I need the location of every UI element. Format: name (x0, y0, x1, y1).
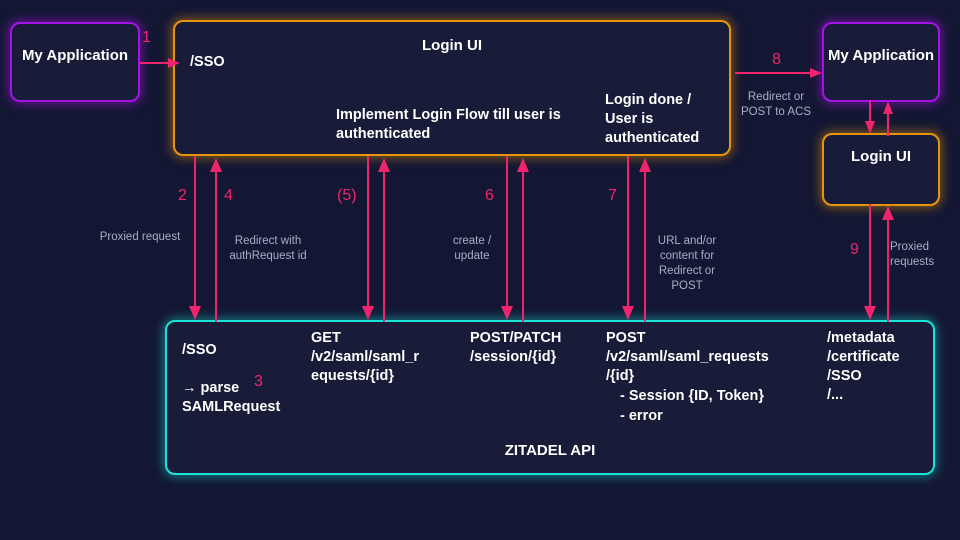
arrow-login-ui-right-to-app-right-up (883, 101, 893, 136)
box-login-ui-right: Login UI (822, 133, 940, 206)
box-my-application-right: My Application (822, 22, 940, 102)
step-number-3: 3 (254, 373, 263, 390)
label-create-update: create / update (452, 235, 492, 262)
step-number-9: 9 (850, 241, 859, 258)
arrow-create-update-down (501, 156, 513, 320)
box-zitadel-api (165, 320, 935, 475)
arrow-get-saml-request-up (378, 158, 390, 322)
box-my-application-left: My Application (10, 22, 140, 102)
zitadel-col-get-saml-requests: GET /v2/saml/saml_r equests/{id} (311, 330, 420, 384)
arrow-redirect-with-authrequest-up (210, 158, 222, 322)
arrow-app-right-to-login-ui-right-down (865, 100, 875, 134)
zitadel-col-post-saml-bullet-error: - error (620, 408, 663, 424)
step-number-2: 2 (178, 187, 187, 204)
step-number-5: (5) (337, 187, 357, 204)
zitadel-api-title: ZITADEL API (504, 442, 596, 459)
arrow-app-to-login-ui (140, 58, 180, 68)
arrow-get-saml-request-down (362, 156, 374, 320)
login-ui-main-title: Login UI (422, 37, 482, 54)
step-number-4: 4 (224, 187, 233, 204)
label-redirect-or-post-to-acs: Redirect or POST to ACS (740, 91, 812, 118)
arrow-finalize-saml-down (622, 156, 634, 320)
box-my-application-left-title: My Application (21, 47, 129, 64)
step-number-6: 6 (485, 187, 494, 204)
login-ui-login-done-text: Login done / User is authenticated (605, 92, 700, 146)
zitadel-col-session: POST/PATCH /session/{id} (470, 330, 562, 365)
arrow-proxied-requests-down (864, 204, 876, 320)
box-login-ui-main (173, 20, 731, 156)
label-proxied-requests: Proxied requests (890, 241, 935, 268)
step-number-8: 8 (772, 51, 781, 68)
zitadel-col-sso-parse: → parse SAMLRequest (182, 380, 281, 415)
label-proxied-request: Proxied request (99, 231, 181, 243)
step-number-1: 1 (142, 29, 151, 46)
login-ui-implement-flow-text: Implement Login Flow till user is authen… (336, 107, 561, 142)
zitadel-col-metadata: /metadata /certificate /SSO /... (827, 330, 900, 403)
arrow-proxied-requests-up (882, 206, 894, 322)
login-ui-sso-label: /SSO (190, 54, 225, 70)
box-login-ui-right-title: Login UI (851, 148, 911, 165)
zitadel-col-post-saml-requests: POST /v2/saml/saml_requests /{id} (606, 330, 769, 384)
arrow-redirect-or-post-to-acs (735, 68, 822, 78)
label-url-content-redirect-post: URL and/or content for Redirect or POST (657, 235, 717, 292)
arrow-proxied-request-down (189, 156, 201, 320)
arrow-create-update-up (517, 158, 529, 322)
step-number-7: 7 (608, 187, 617, 204)
zitadel-col-sso-path: /SSO (182, 342, 217, 358)
box-my-application-right-title: My Application (827, 47, 935, 64)
arrow-finalize-saml-up (639, 158, 651, 322)
label-redirect-with-authrequest-id: Redirect with authRequest id (229, 235, 307, 262)
zitadel-col-post-saml-bullet-session: - Session {ID, Token} (620, 388, 764, 404)
